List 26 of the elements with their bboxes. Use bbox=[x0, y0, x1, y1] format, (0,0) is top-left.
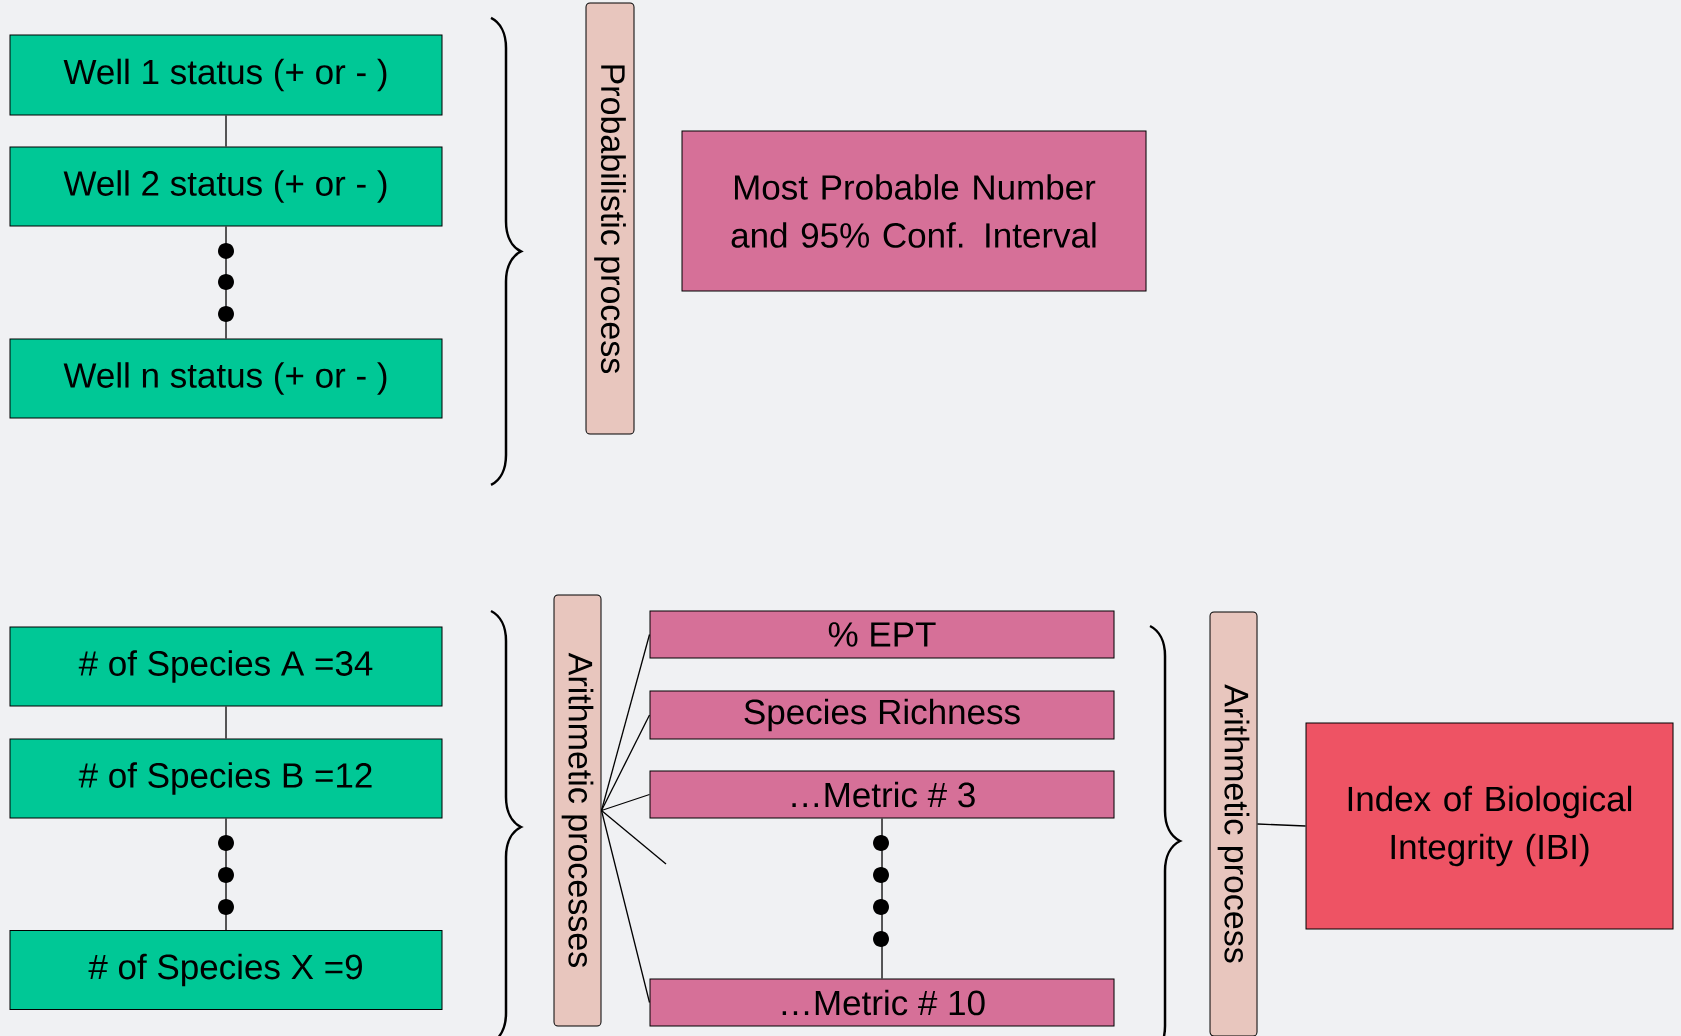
process-band: Arithmetic process bbox=[1209, 611, 1258, 1036]
input-box: # of Species X =9 bbox=[9, 930, 443, 1010]
connector-line bbox=[600, 714, 651, 812]
connector-line bbox=[225, 705, 227, 740]
connector-line bbox=[1256, 823, 1307, 827]
input-box: Well 2 status (+ or - ) bbox=[9, 146, 443, 227]
connector-line bbox=[881, 817, 883, 980]
connector-line bbox=[225, 225, 227, 340]
result-box: Index of Biological Integrity (IBI) bbox=[1305, 722, 1674, 930]
connector-line bbox=[600, 633, 651, 812]
input-box: Well n status (+ or - ) bbox=[9, 338, 443, 419]
connector-line bbox=[225, 817, 227, 931]
metric-box: % EPT bbox=[649, 610, 1115, 659]
metric-box: Most Probable Number and 95% Conf. Interval bbox=[681, 130, 1147, 292]
process-band: Arithmetic processes bbox=[553, 594, 602, 1027]
input-box: # of Species A =34 bbox=[9, 626, 443, 707]
input-box: # of Species B =12 bbox=[9, 738, 443, 819]
input-box: Well 1 status (+ or - ) bbox=[9, 34, 443, 116]
metric-box: Species Richness bbox=[649, 690, 1115, 740]
connector-line bbox=[225, 114, 227, 148]
metric-box: …Metric # 3 bbox=[649, 770, 1115, 819]
metric-box: …Metric # 10 bbox=[649, 978, 1115, 1027]
connector-line bbox=[600, 793, 651, 812]
connector-line bbox=[600, 809, 667, 865]
process-band: Probabilistic process bbox=[585, 2, 635, 435]
connector-line bbox=[600, 809, 651, 1004]
